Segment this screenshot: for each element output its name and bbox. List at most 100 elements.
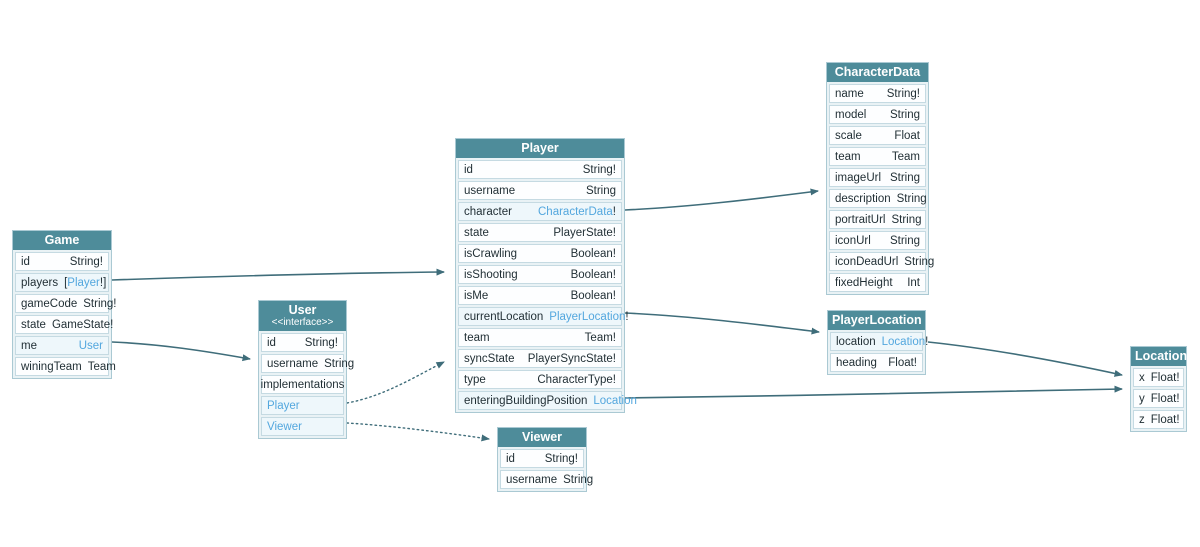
field-type: String!: [545, 453, 578, 465]
field-type: Location!: [882, 336, 929, 348]
field-type: CharacterType!: [537, 374, 616, 386]
type-plain: String!: [544, 452, 578, 465]
field-row-user-viewer[interactable]: Viewer: [261, 417, 344, 436]
type-plain: String: [891, 213, 922, 226]
field-type: String!: [83, 298, 116, 310]
field-type: String!: [887, 88, 920, 100]
type-link[interactable]: User: [78, 339, 103, 352]
type-link[interactable]: Location: [881, 335, 926, 348]
field-type: Team: [88, 361, 116, 373]
type-plain: Float!: [1150, 413, 1180, 426]
table-header-game[interactable]: Game: [13, 231, 111, 250]
type-plain: Float!: [1150, 392, 1180, 405]
field-name: winingTeam: [21, 360, 82, 373]
table-header-player[interactable]: Player: [456, 139, 624, 158]
type-plain: String: [889, 108, 920, 121]
field-row-player-iscrawling[interactable]: isCrawling Boolean!: [458, 244, 622, 263]
field-name: character: [464, 205, 512, 218]
field-name: type: [464, 373, 486, 386]
type-plain: Team!: [584, 331, 616, 344]
table-header-user[interactable]: User<<interface>>: [259, 301, 346, 331]
field-name: iconUrl: [835, 234, 871, 247]
field-name: name: [835, 87, 864, 100]
type-plain: String: [889, 234, 920, 247]
field-name: isCrawling: [464, 247, 518, 260]
field-name: iconDeadUrl: [835, 255, 899, 268]
section-user-implementations: implementations: [261, 375, 344, 394]
type-link[interactable]: Location: [593, 394, 637, 407]
type-link[interactable]: PlayerLocation: [549, 310, 626, 323]
field-type: [Player!]: [64, 277, 106, 289]
field-row-characterdata-icondeadurl[interactable]: iconDeadUrl String: [829, 252, 934, 271]
type-link[interactable]: Player: [67, 276, 100, 289]
field-name: state: [21, 318, 46, 331]
implementation-link[interactable]: Player: [267, 399, 300, 412]
table-title: PlayerLocation: [832, 313, 922, 327]
implementation-link[interactable]: Viewer: [267, 420, 302, 433]
field-name: username: [506, 473, 558, 486]
field-type: String: [904, 256, 934, 268]
field-row-user-id[interactable]: id String!: [261, 333, 344, 352]
field-type: Team!: [585, 332, 616, 344]
field-row-game-players[interactable]: players [Player!]: [15, 273, 109, 292]
field-row-characterdata-name[interactable]: name String!: [829, 84, 926, 103]
type-plain: Team: [891, 150, 920, 163]
field-row-user-player[interactable]: Player: [261, 396, 344, 415]
table-header-characterdata[interactable]: CharacterData: [827, 63, 928, 82]
field-row-player-type[interactable]: type CharacterType!: [458, 370, 622, 389]
type-plain: String: [324, 357, 355, 370]
field-name: id: [267, 336, 276, 349]
table-header-viewer[interactable]: Viewer: [498, 428, 586, 447]
field-row-characterdata-iconurl[interactable]: iconUrl String: [829, 231, 926, 250]
field-type: PlayerSyncState!: [528, 353, 616, 365]
field-name: players: [21, 276, 59, 289]
type-link[interactable]: CharacterData: [538, 205, 613, 218]
table-header-location[interactable]: Location: [1131, 347, 1187, 366]
field-type: String: [890, 172, 920, 184]
field-type: String!: [305, 337, 338, 349]
field-row-game-winingteam[interactable]: winingTeam Team: [15, 357, 116, 376]
edge-game-me-to-user: [111, 341, 251, 362]
field-type: Team: [892, 151, 920, 163]
type-plain: String!: [69, 255, 103, 268]
type-suffix: !: [925, 335, 929, 348]
field-name: username: [464, 184, 516, 197]
table-header-playerlocation[interactable]: PlayerLocation: [828, 311, 925, 330]
field-type: Boolean!: [571, 248, 616, 260]
table-subtitle: <<interface>>: [271, 317, 334, 328]
